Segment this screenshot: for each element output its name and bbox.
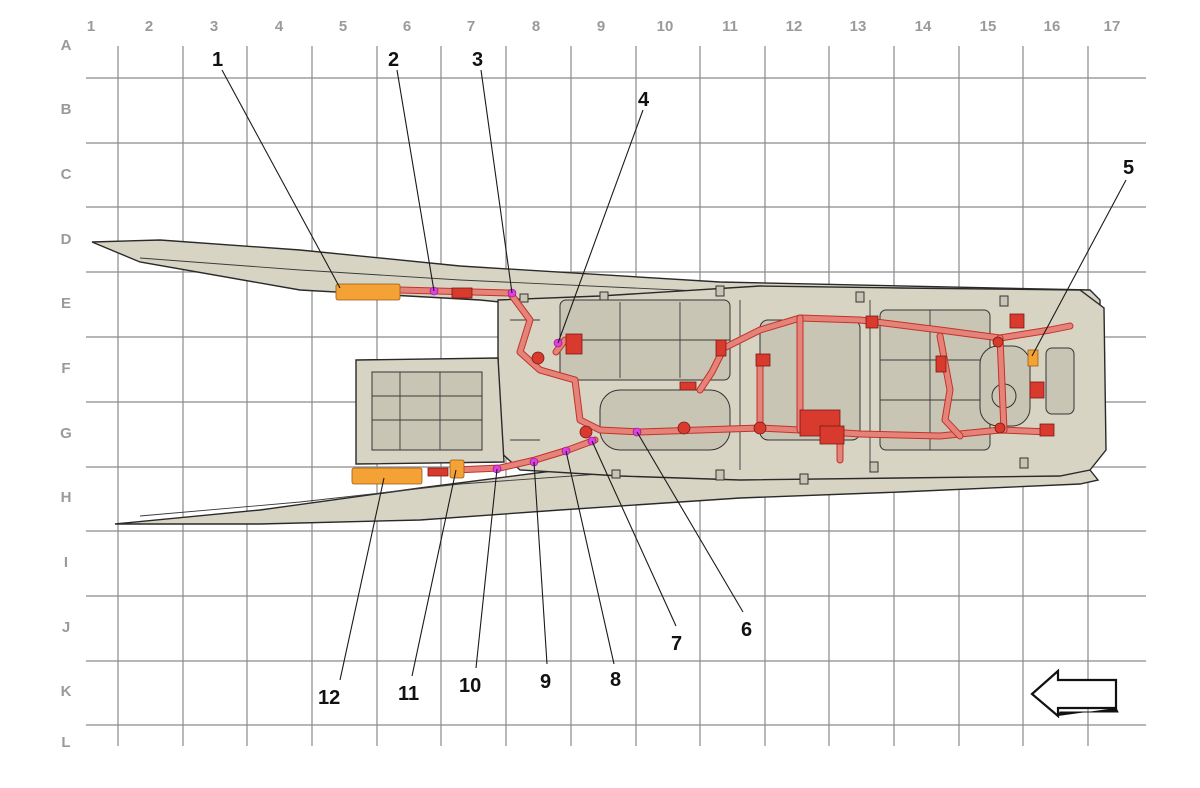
- column-label: 16: [1044, 18, 1061, 35]
- leader-lines: [221, 69, 1127, 681]
- row-label: J: [62, 619, 70, 636]
- column-label: 10: [657, 18, 674, 35]
- callout-6: 6: [741, 619, 752, 641]
- row-label: H: [61, 489, 72, 506]
- row-label: D: [61, 231, 72, 248]
- connector-1: [335, 283, 401, 301]
- vehicle-underbody: [91, 239, 1107, 525]
- row-label: B: [61, 101, 72, 118]
- callout-12: 12: [318, 687, 340, 709]
- row-labels: A B C D E F G H I J K L: [60, 37, 72, 751]
- column-label: 2: [145, 18, 153, 35]
- column-label: 8: [532, 18, 540, 35]
- callout-4: 4: [638, 89, 650, 111]
- callout-5: 5: [1123, 157, 1134, 179]
- row-label: C: [61, 166, 72, 183]
- callout-2: 2: [388, 49, 399, 71]
- callout-10: 10: [459, 675, 481, 697]
- column-label: 15: [980, 18, 997, 35]
- callout-1: 1: [212, 49, 223, 71]
- connector-12: [351, 467, 423, 485]
- row-label: I: [64, 554, 68, 571]
- column-label: 7: [467, 18, 475, 35]
- wiring-harness: [396, 286, 1074, 474]
- callout-9: 9: [540, 671, 551, 693]
- callout-3: 3: [472, 49, 483, 71]
- column-label: 12: [786, 18, 803, 35]
- callout-8: 8: [610, 669, 621, 691]
- row-label: K: [61, 683, 72, 700]
- column-label: 6: [403, 18, 411, 35]
- connector-5: [1027, 349, 1039, 367]
- column-label: 4: [275, 18, 284, 35]
- column-label: 11: [722, 18, 738, 35]
- column-label: 5: [339, 18, 347, 35]
- callout-labels: 1 2 3 4 5 6 7 8 9 10 11 12: [212, 49, 1134, 709]
- row-label: F: [61, 360, 70, 377]
- body-clips: [519, 285, 1029, 485]
- column-label: 13: [850, 18, 867, 35]
- column-label: 1: [87, 18, 95, 35]
- connectors: [335, 283, 1055, 485]
- callout-7: 7: [671, 633, 682, 655]
- row-label: G: [60, 425, 72, 442]
- column-label: 3: [210, 18, 218, 35]
- column-label: 9: [597, 18, 605, 35]
- column-label: 14: [915, 18, 932, 35]
- row-label: L: [61, 734, 70, 751]
- callout-11: 11: [398, 683, 419, 705]
- connector-11: [449, 459, 465, 479]
- left-arrow-icon: [1030, 668, 1119, 719]
- column-label: 17: [1104, 18, 1121, 35]
- row-label: E: [61, 295, 71, 312]
- row-label: A: [61, 37, 72, 54]
